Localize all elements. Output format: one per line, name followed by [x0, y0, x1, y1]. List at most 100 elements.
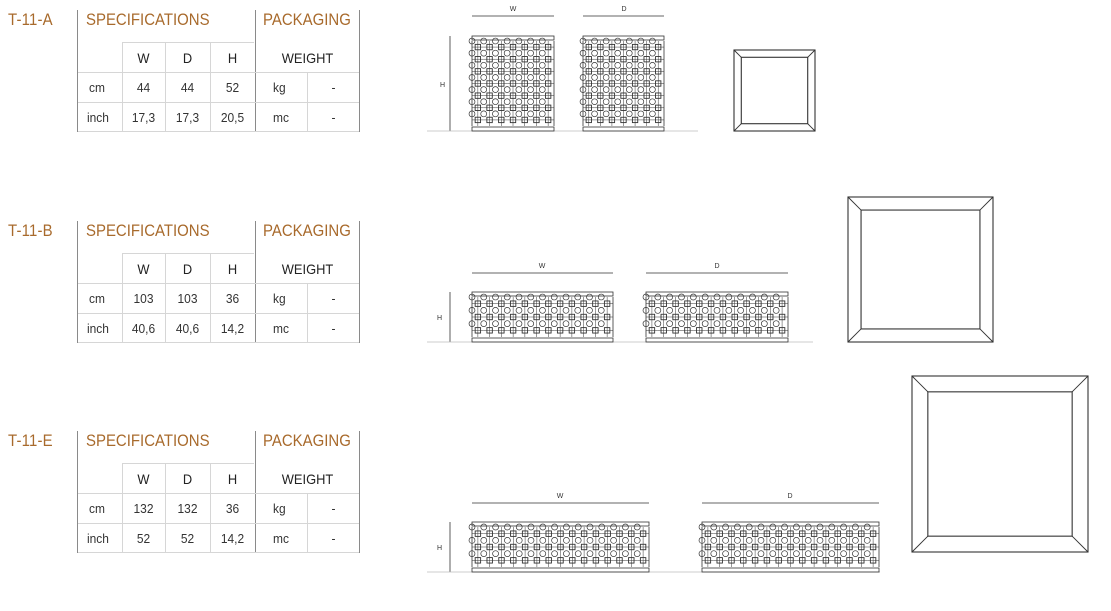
col-header-w: W: [137, 471, 150, 487]
table-right-border: [359, 221, 360, 343]
cell-d-cm: 132: [177, 501, 198, 516]
product-code: T-11-B: [8, 221, 53, 240]
cell-h-cm: 36: [225, 501, 240, 516]
table-rule: [78, 493, 359, 494]
cell-h-cm: 36: [225, 291, 240, 306]
drawing-label-w: W: [510, 6, 517, 13]
cell-h-inch: 20,5: [220, 110, 245, 125]
pack-value-kg: -: [331, 501, 336, 516]
table-col-line: [122, 253, 123, 343]
table-col-line: [210, 463, 211, 553]
table-rule: [78, 313, 359, 314]
table-col-line: [307, 493, 308, 553]
table-mid-border: [255, 10, 256, 132]
col-header-weight: WEIGHT: [281, 471, 334, 487]
table-rule: [122, 253, 254, 254]
top-view: [847, 196, 994, 343]
pack-unit-mc: mc: [273, 321, 289, 336]
specifications-heading: SPECIFICATIONS: [86, 431, 210, 450]
pack-unit-mc: mc: [273, 531, 289, 546]
drawing-label-d: D: [714, 263, 719, 270]
col-header-h: H: [227, 471, 238, 487]
table-col-line: [165, 253, 166, 343]
side-view-d: [642, 291, 789, 343]
technical-drawing: W D H: [427, 6, 816, 132]
table-col-line: [210, 253, 211, 343]
cell-d-inch: 40,6: [175, 321, 200, 336]
table-rule: [78, 342, 359, 343]
cell-d-cm: 103: [177, 291, 198, 306]
col-header-h: H: [227, 261, 238, 277]
cell-h-inch: 14,2: [220, 321, 245, 336]
packaging-heading: PACKAGING: [263, 10, 351, 29]
pack-value-kg: -: [331, 291, 336, 306]
table-left-border: [77, 431, 78, 553]
row-unit-inch: inch: [87, 531, 109, 546]
table-mid-border: [255, 221, 256, 343]
specifications-heading: SPECIFICATIONS: [86, 221, 210, 240]
cell-w-cm: 103: [133, 291, 154, 306]
product-block-t11b: T-11-B SPECIFICATIONS PACKAGING W D H WE…: [0, 196, 1111, 401]
product-code: T-11-E: [8, 431, 53, 450]
cell-w-cm: 132: [133, 501, 154, 516]
table-col-line: [122, 463, 123, 553]
drawing-label-h: H: [437, 545, 442, 552]
drawing-label-d: D: [621, 6, 626, 13]
table-right-border: [359, 431, 360, 553]
pack-unit-mc: mc: [273, 110, 289, 125]
pack-value-mc: -: [331, 531, 336, 546]
packaging-heading: PACKAGING: [263, 221, 351, 240]
drawing-label-w: W: [539, 263, 546, 270]
row-unit-cm: cm: [89, 80, 105, 95]
table-right-border: [359, 10, 360, 132]
col-header-w: W: [137, 50, 150, 66]
top-view: [911, 375, 1089, 553]
row-unit-cm: cm: [89, 291, 105, 306]
drawing-label-w: W: [557, 493, 564, 500]
col-header-weight: WEIGHT: [281, 261, 334, 277]
pack-unit-kg: kg: [273, 501, 286, 516]
table-rule: [78, 523, 359, 524]
col-header-d: D: [182, 261, 193, 277]
table-rule: [78, 72, 359, 73]
col-header-weight: WEIGHT: [281, 50, 334, 66]
cell-h-cm: 52: [225, 80, 240, 95]
front-view-w: [468, 35, 555, 132]
pack-unit-kg: kg: [273, 80, 286, 95]
cell-w-inch: 52: [136, 531, 151, 546]
table-left-border: [77, 10, 78, 132]
col-header-w: W: [137, 261, 150, 277]
cell-d-inch: 17,3: [175, 110, 200, 125]
drawing-label-h: H: [437, 315, 442, 322]
cell-d-inch: 52: [180, 531, 195, 546]
pack-value-mc: -: [331, 321, 336, 336]
table-mid-border: [255, 431, 256, 553]
table-rule: [122, 463, 254, 464]
col-header-d: D: [182, 471, 193, 487]
table-col-line: [210, 42, 211, 132]
pack-unit-kg: kg: [273, 291, 286, 306]
table-rule: [78, 283, 359, 284]
table-rule: [78, 552, 359, 553]
product-code: T-11-A: [8, 10, 53, 29]
product-block-t11a: T-11-A SPECIFICATIONS PACKAGING W D H WE…: [0, 0, 1111, 190]
packaging-heading: PACKAGING: [263, 431, 351, 450]
cell-w-inch: 17,3: [131, 110, 156, 125]
cell-d-cm: 44: [180, 80, 195, 95]
row-unit-inch: inch: [87, 110, 109, 125]
table-col-line: [122, 42, 123, 132]
table-col-line: [165, 42, 166, 132]
drawing-label-h: H: [440, 82, 445, 89]
table-col-line: [165, 463, 166, 553]
table-left-border: [77, 221, 78, 343]
cell-w-cm: 44: [136, 80, 151, 95]
table-col-line: [307, 72, 308, 132]
table-rule: [122, 42, 254, 43]
table-col-line: [307, 283, 308, 343]
table-rule: [78, 131, 359, 132]
cell-w-inch: 40,6: [131, 321, 156, 336]
specifications-heading: SPECIFICATIONS: [86, 10, 210, 29]
side-view-d: [579, 35, 665, 132]
product-block-t11e: T-11-E SPECIFICATIONS PACKAGING W D H WE…: [0, 375, 1111, 611]
table-rule: [78, 102, 359, 103]
